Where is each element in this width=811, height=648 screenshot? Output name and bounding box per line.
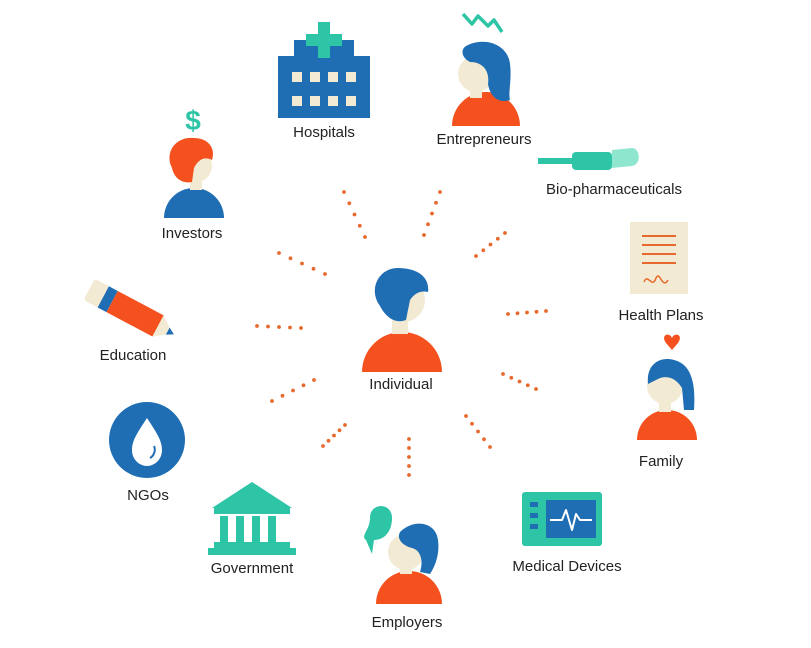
connector-dot (255, 324, 259, 328)
node-label-medical-devices: Medical Devices (512, 558, 622, 575)
connector-dot (506, 312, 510, 316)
connector-dot (277, 251, 281, 255)
syringe-icon (538, 148, 639, 170)
employer-person-icon (364, 506, 442, 604)
connector-dot (426, 222, 430, 227)
connector-dot (288, 256, 293, 261)
connector-dot (503, 231, 507, 235)
node-label-bio-pharmaceuticals: Bio-pharmaceuticals (546, 181, 682, 198)
connector-dot (337, 428, 342, 433)
node-label-family: Family (638, 453, 684, 470)
connector-dot (474, 254, 478, 258)
family-person-icon (637, 334, 697, 440)
connector-dot (291, 388, 295, 393)
connector-dot (332, 433, 336, 438)
heart-monitor-icon (522, 492, 602, 546)
connector-dot (352, 212, 357, 217)
entrepreneur-person-icon (452, 12, 520, 126)
connector-dot (501, 372, 505, 376)
connector-dot (363, 235, 367, 239)
pencil-icon (84, 279, 174, 337)
node-label-health-plans: Health Plans (618, 307, 704, 324)
connector-dot (288, 325, 292, 330)
connector-dot (280, 393, 285, 398)
connector-dot (312, 378, 316, 382)
connector-dot (476, 429, 480, 434)
connector-dot (517, 379, 522, 384)
node-label-investors: Investors (161, 225, 223, 242)
person-icon (362, 268, 442, 372)
connector-dot (488, 242, 493, 247)
connector-dot (422, 233, 426, 237)
connector-dot (311, 266, 316, 271)
connector-dot (407, 473, 411, 477)
connector-dot (525, 383, 530, 388)
node-label-education: Education (99, 347, 167, 364)
dotted-connectors (255, 190, 548, 477)
connector-dot (544, 309, 548, 313)
connector-dot (515, 311, 520, 316)
connector-dot (407, 437, 411, 441)
connector-dot (430, 211, 434, 216)
connector-dot (525, 310, 529, 315)
node-label-employers: Employers (371, 614, 443, 631)
connector-dot (270, 399, 274, 403)
connector-dot (534, 387, 538, 391)
connector-dot (266, 324, 270, 329)
connector-dot (347, 201, 352, 206)
connector-dot (407, 455, 411, 459)
connector-dot (509, 375, 514, 380)
connector-dot (357, 223, 362, 228)
connector-dot (301, 383, 306, 388)
connector-dot (299, 326, 303, 330)
connector-dot (407, 464, 411, 468)
connector-dot (342, 190, 346, 194)
connector-dot (277, 325, 281, 329)
investor-person-icon: $ (164, 105, 224, 218)
hospital-icon (278, 22, 370, 118)
svg-text:$: $ (185, 105, 201, 136)
connector-dot (321, 444, 325, 448)
connector-dot (407, 446, 411, 450)
connector-dot (495, 236, 500, 241)
connector-dot (470, 421, 474, 426)
node-label-government: Government (210, 560, 294, 577)
node-label-ngos: NGOs (127, 487, 169, 504)
document-icon (630, 222, 688, 294)
government-building-icon (208, 482, 296, 555)
connector-dot (323, 272, 327, 276)
connector-dot (482, 437, 486, 442)
connector-dot (326, 438, 331, 443)
connector-dot (300, 261, 304, 266)
connector-dot (438, 190, 442, 194)
connector-dot (534, 309, 539, 314)
connector-dot (434, 200, 438, 205)
connector-dot (343, 423, 347, 427)
node-label-hospitals: Hospitals (293, 124, 355, 141)
node-label-entrepreneurs: Entrepreneurs (436, 131, 532, 148)
connector-dot (464, 414, 468, 418)
water-drop-icon (109, 402, 185, 478)
center-label: Individual (369, 376, 433, 393)
connector-dot (488, 445, 492, 449)
connector-dot (481, 248, 486, 253)
